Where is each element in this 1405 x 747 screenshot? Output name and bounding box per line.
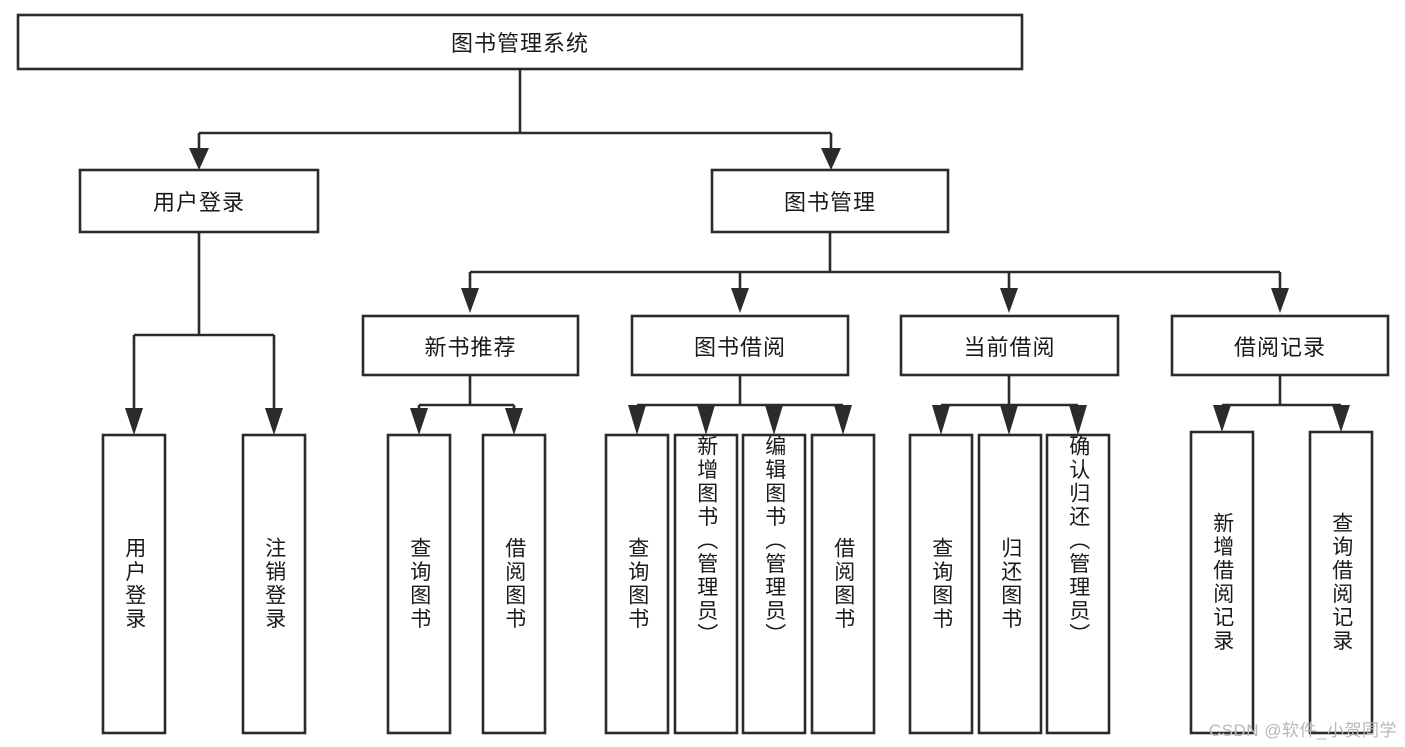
node-box-current[interactable] [899, 314, 1120, 377]
arrowhead-leaf-12 [1213, 405, 1231, 432]
arrowhead-leaf-2 [265, 408, 283, 435]
node-box-leaf-3[interactable] [386, 433, 452, 735]
arrowhead-leaf-6 [697, 405, 715, 435]
node-box-leaf-11[interactable] [1045, 433, 1111, 735]
node-box-login[interactable] [78, 168, 320, 234]
node-box-leaf-2[interactable] [241, 433, 307, 735]
arrowhead-leaf-13 [1332, 405, 1350, 432]
node-box-bookmgmt[interactable] [710, 168, 950, 234]
arrowhead-leaf-3 [410, 408, 428, 435]
node-box-leaf-1[interactable] [101, 433, 167, 735]
arrowhead-borrow [731, 288, 749, 313]
arrowhead-newbook [461, 288, 479, 313]
node-box-leaf-9[interactable] [908, 433, 974, 735]
arrowhead-leaf-4 [505, 408, 523, 435]
arrowhead-leaf-1 [125, 408, 143, 435]
node-box-leaf-12[interactable] [1189, 430, 1255, 735]
node-box-leaf-10[interactable] [977, 433, 1043, 735]
node-box-borrow[interactable] [630, 314, 850, 377]
arrowhead-records [1271, 288, 1289, 313]
arrowhead-bookmgmt [821, 148, 841, 170]
watermark-text: CSDN @软件_小贺同学 [1208, 721, 1397, 740]
node-box-leaf-8[interactable] [810, 433, 876, 735]
node-box-leaf-13[interactable] [1308, 430, 1374, 735]
node-box-records[interactable] [1170, 314, 1390, 377]
arrowhead-leaf-10 [1000, 405, 1018, 435]
node-box-root[interactable] [16, 13, 1024, 71]
node-box-leaf-5[interactable] [604, 433, 670, 735]
arrowhead-leaf-11 [1069, 405, 1087, 435]
arrowhead-leaf-5 [628, 405, 646, 435]
arrowhead-current [1000, 288, 1018, 313]
arrowhead-leaf-9 [932, 405, 950, 435]
node-box-newbook[interactable] [361, 314, 580, 377]
arrowhead-leaf-7 [765, 405, 783, 435]
node-box-leaf-7[interactable] [741, 433, 807, 735]
node-box-leaf-4[interactable] [481, 433, 547, 735]
arrowhead-leaf-8 [834, 405, 852, 435]
node-box-leaf-6[interactable] [673, 433, 739, 735]
arrowhead-login [189, 148, 209, 170]
